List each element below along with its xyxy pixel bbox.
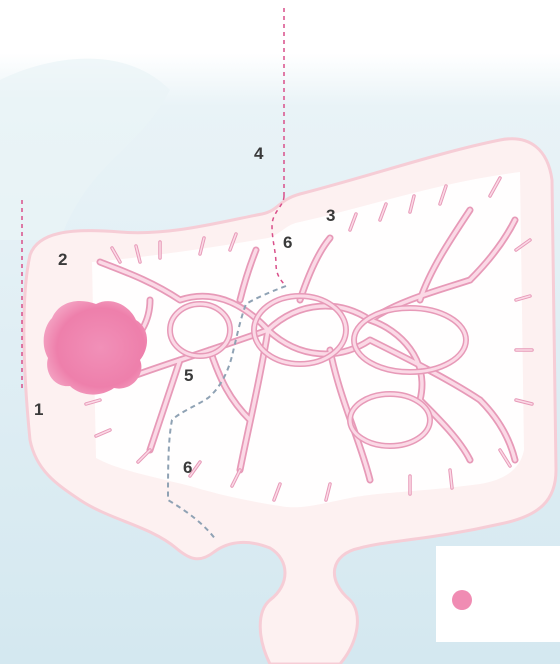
label-4: 4	[254, 144, 263, 164]
label-5: 5	[184, 366, 193, 386]
label-6-upper: 6	[283, 233, 292, 253]
legend-box	[436, 546, 560, 642]
label-2: 2	[58, 250, 67, 270]
label-1: 1	[34, 400, 43, 420]
label-6-lower: 6	[183, 458, 192, 478]
tumor-blob	[44, 301, 147, 395]
label-3: 3	[326, 206, 335, 226]
legend-swatch-icon	[452, 590, 472, 610]
